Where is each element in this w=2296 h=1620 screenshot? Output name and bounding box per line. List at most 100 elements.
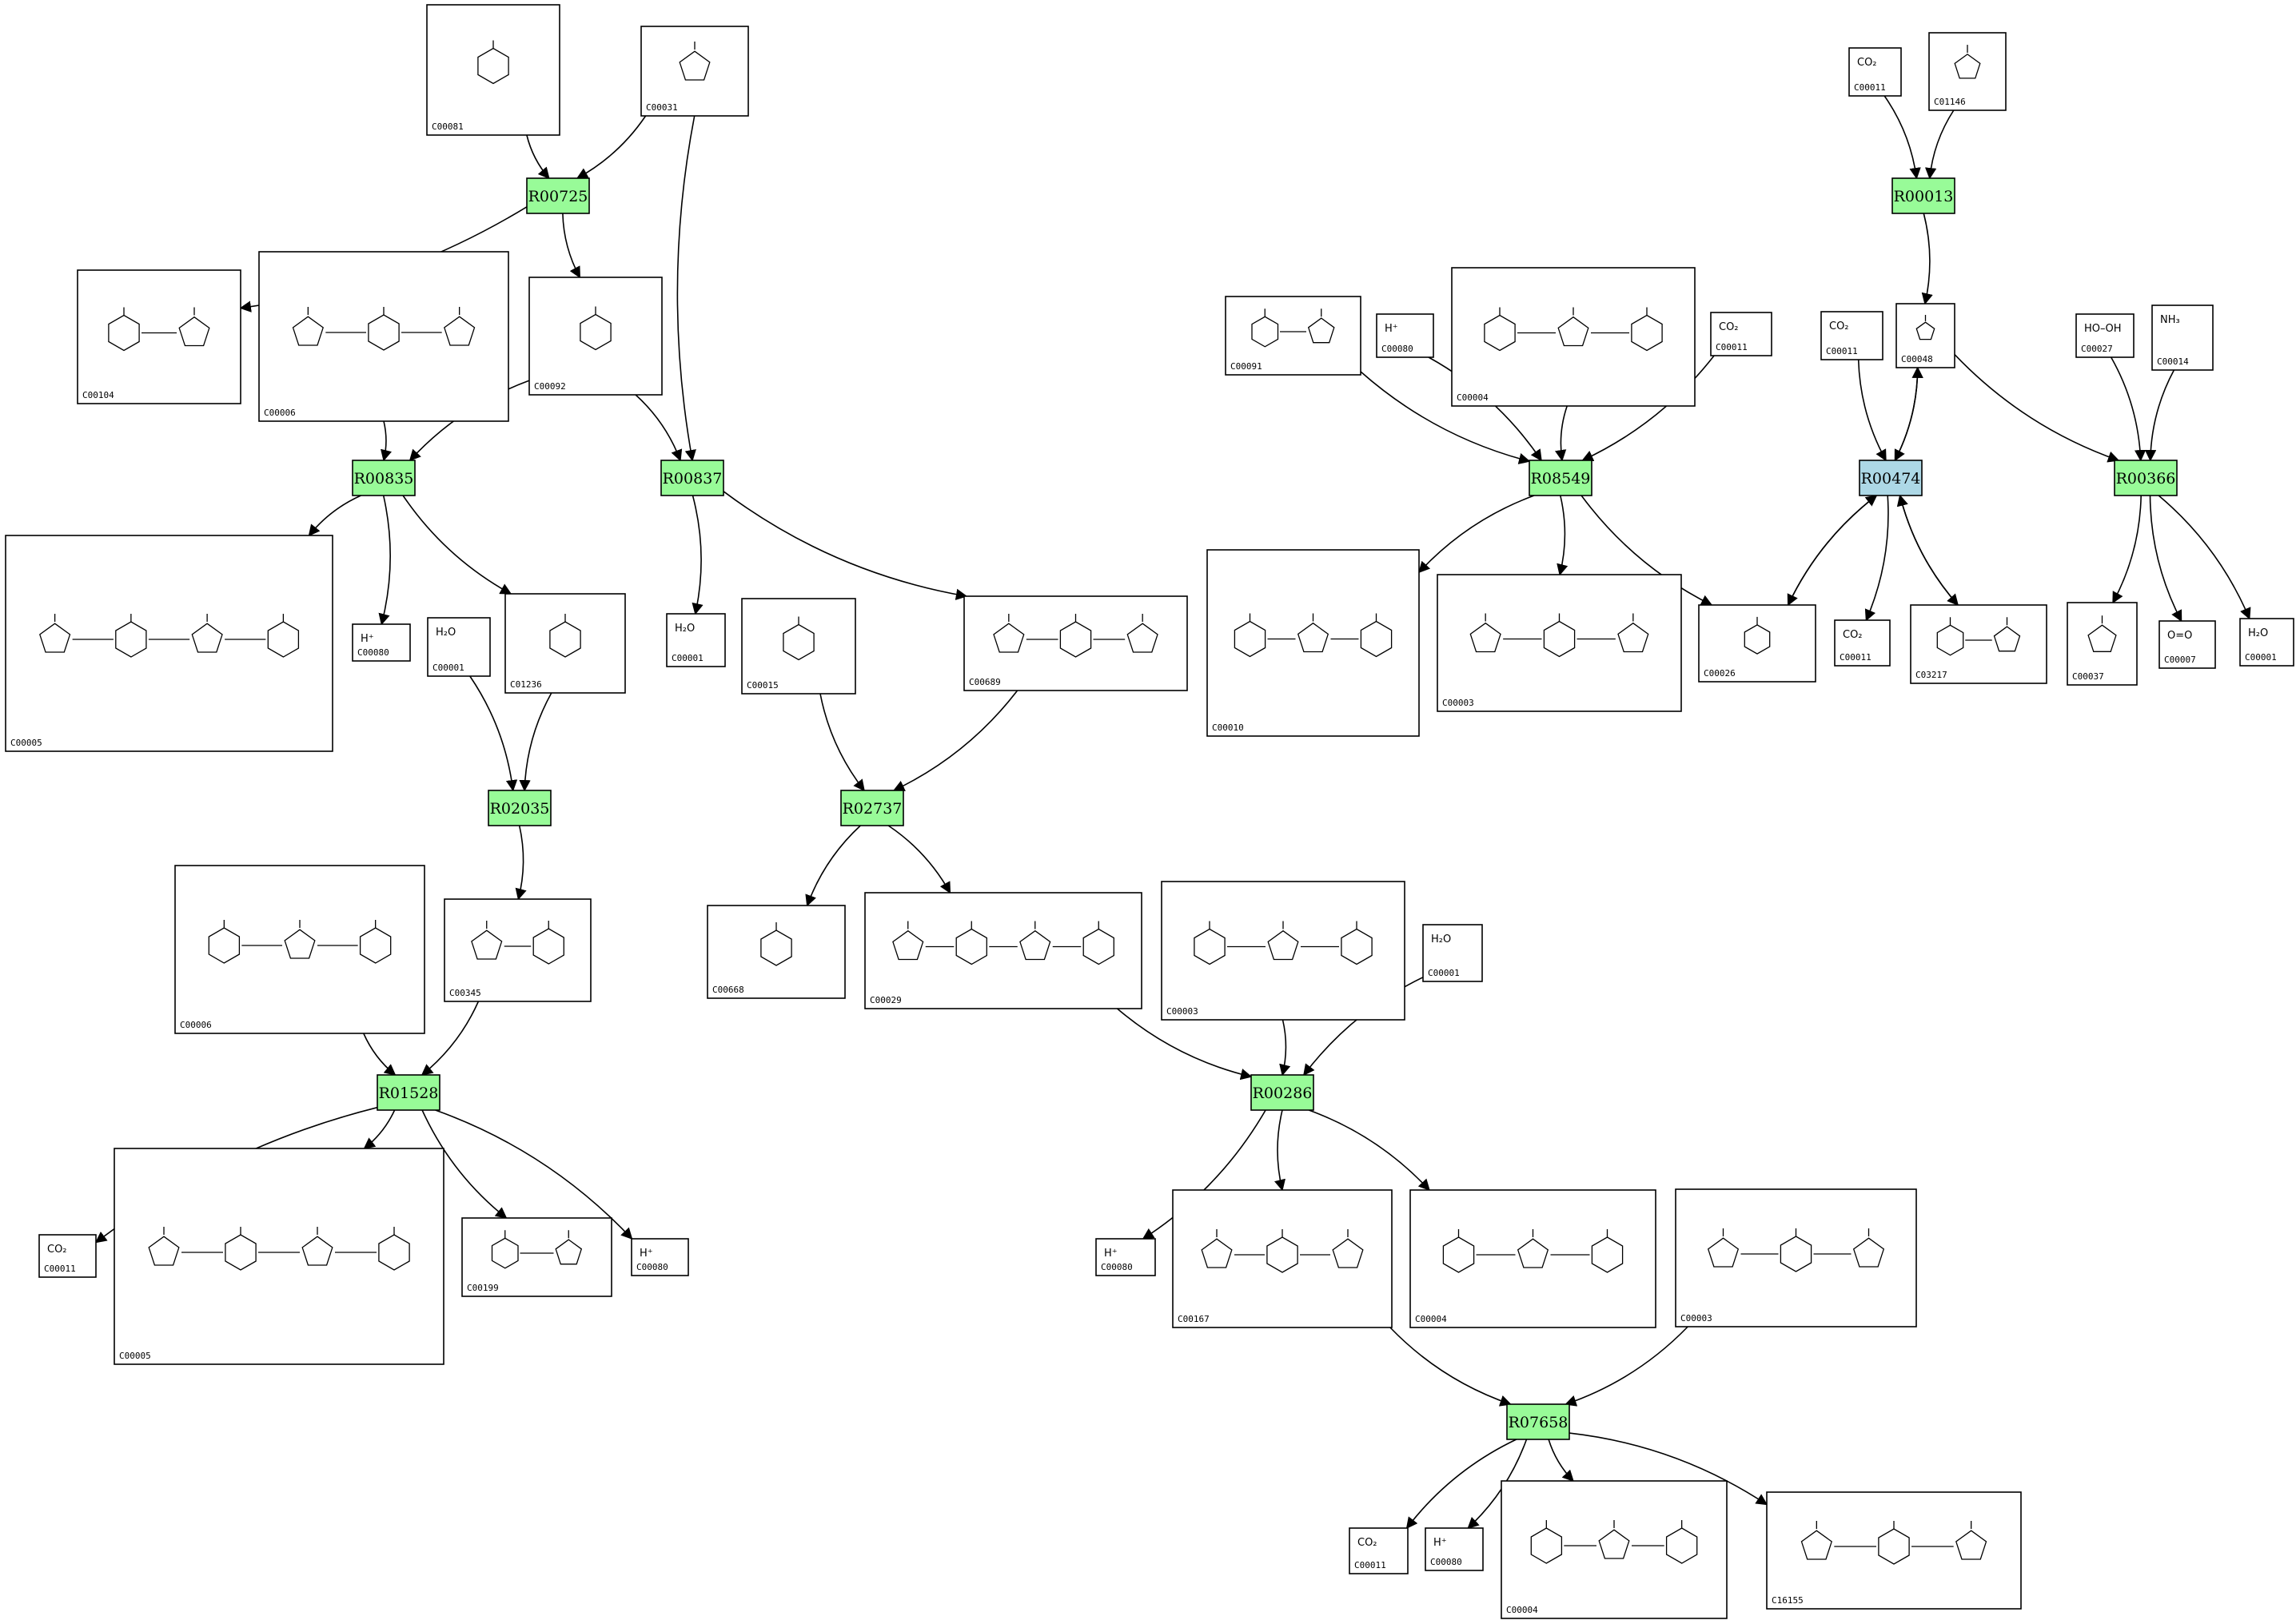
reaction-node[interactable]: R00837	[660, 460, 724, 496]
edge-arrow	[435, 1109, 633, 1240]
compound-node[interactable]: C00015	[741, 598, 856, 695]
compound-node[interactable]: C00167	[1172, 1189, 1393, 1328]
compound-node[interactable]: C00091	[1225, 296, 1361, 376]
compound-node[interactable]: C16155	[1766, 1491, 2022, 1610]
compound-node[interactable]: C00006	[174, 865, 425, 1034]
compound-formula: H⁺	[1385, 323, 1398, 335]
reaction-node[interactable]: R00013	[1891, 177, 1955, 214]
compound-id: C00011	[1826, 346, 1858, 356]
compound-node[interactable]: C00003	[1161, 881, 1405, 1021]
compound-node[interactable]: C00081	[426, 4, 560, 136]
ring-shape	[555, 1239, 583, 1265]
compound-id: C00001	[2245, 652, 2277, 663]
compound-id: C00689	[969, 677, 1001, 687]
compound-node[interactable]: C00005	[5, 535, 333, 752]
reaction-node[interactable]: R08549	[1529, 460, 1592, 496]
ring-shape	[148, 1236, 180, 1266]
reaction-node[interactable]: R00474	[1859, 460, 1923, 496]
ring-shape	[1194, 928, 1226, 965]
compound-node[interactable]: C00029	[864, 892, 1142, 1009]
compound-id: C01236	[510, 679, 542, 690]
compound-box	[640, 26, 749, 117]
edge-arrow	[887, 825, 951, 894]
compound-node[interactable]: C00005	[114, 1148, 444, 1365]
compound-box	[1437, 574, 1682, 712]
ring-shape	[1297, 622, 1329, 653]
ring-shape	[1234, 620, 1266, 658]
compound-node[interactable]: C00031	[640, 26, 749, 117]
edge-arrow	[526, 134, 550, 180]
compound-node[interactable]: C00689	[963, 595, 1188, 691]
compound-node[interactable]: H⁺C00080	[1376, 313, 1434, 358]
compound-node[interactable]: C00004	[1501, 1480, 1728, 1619]
reaction-node[interactable]: R07658	[1506, 1403, 1570, 1440]
compound-node[interactable]: C00345	[444, 898, 592, 1002]
edge-arrow	[723, 491, 968, 600]
compound-node[interactable]: C00668	[707, 905, 846, 999]
ring-shape	[1126, 623, 1158, 653]
ring-shape	[1800, 1530, 1832, 1560]
compound-box	[2239, 618, 2294, 667]
compound-node[interactable]: C00199	[461, 1217, 612, 1297]
reaction-id: R07658	[1509, 1414, 1569, 1431]
compound-node[interactable]: H⁺C00080	[1425, 1527, 1484, 1571]
reaction-node[interactable]: R00725	[526, 177, 590, 214]
ring-shape	[783, 623, 815, 661]
edge-arrow	[1921, 213, 1933, 305]
compound-id: C03217	[1915, 670, 1947, 680]
compound-node[interactable]: C00010	[1206, 549, 1420, 737]
reaction-node[interactable]: R02035	[488, 790, 552, 826]
compound-node[interactable]: C00104	[77, 269, 241, 404]
compound-node[interactable]: C00037	[2067, 602, 2138, 686]
ring-shape	[1936, 624, 1964, 656]
compound-node[interactable]: H⁺C00080	[1095, 1238, 1156, 1276]
edge-arrow	[402, 495, 512, 595]
edge-arrow	[421, 1109, 508, 1219]
compound-node[interactable]: C00004	[1451, 267, 1696, 407]
edge-arrow	[1274, 1109, 1286, 1192]
compound-node[interactable]: C00003	[1437, 574, 1682, 712]
compound-node[interactable]: H⁺C00080	[352, 623, 411, 662]
compound-box	[1895, 303, 1955, 368]
ring-shape	[208, 927, 241, 964]
reaction-node[interactable]: R00286	[1250, 1074, 1314, 1111]
reaction-box	[1250, 1074, 1314, 1111]
reaction-id: R00474	[1861, 470, 1921, 488]
edge-arrow	[1142, 1109, 1266, 1240]
compound-node[interactable]: C00026	[1698, 604, 1816, 683]
compound-id: C00048	[1901, 354, 1933, 364]
compound-box	[1376, 313, 1434, 358]
compound-node[interactable]: C00006	[258, 251, 509, 422]
compound-node[interactable]: C00004	[1409, 1189, 1656, 1328]
compound-node[interactable]: C00092	[528, 277, 663, 396]
reaction-node[interactable]: R01528	[377, 1074, 440, 1111]
compound-formula: CO₂	[1357, 1537, 1377, 1549]
edge-arrow	[1896, 494, 1959, 606]
reaction-node[interactable]: R00835	[352, 460, 416, 496]
edge-arrow	[515, 825, 527, 901]
compound-formula: O=O	[2167, 630, 2192, 642]
compound-node[interactable]: C01146	[1928, 32, 2007, 111]
compound-node[interactable]: C01236	[504, 593, 626, 694]
ring-shape	[1631, 314, 1663, 352]
compound-node[interactable]: C00003	[1675, 1188, 1917, 1327]
reaction-node[interactable]: R00366	[2114, 460, 2178, 496]
compound-node[interactable]: C00048	[1895, 303, 1955, 368]
compound-node[interactable]: C03217	[1910, 604, 2047, 684]
reaction-node[interactable]: R02737	[840, 790, 904, 826]
compound-box	[5, 535, 333, 752]
compound-node[interactable]: H⁺C00080	[631, 1238, 689, 1276]
